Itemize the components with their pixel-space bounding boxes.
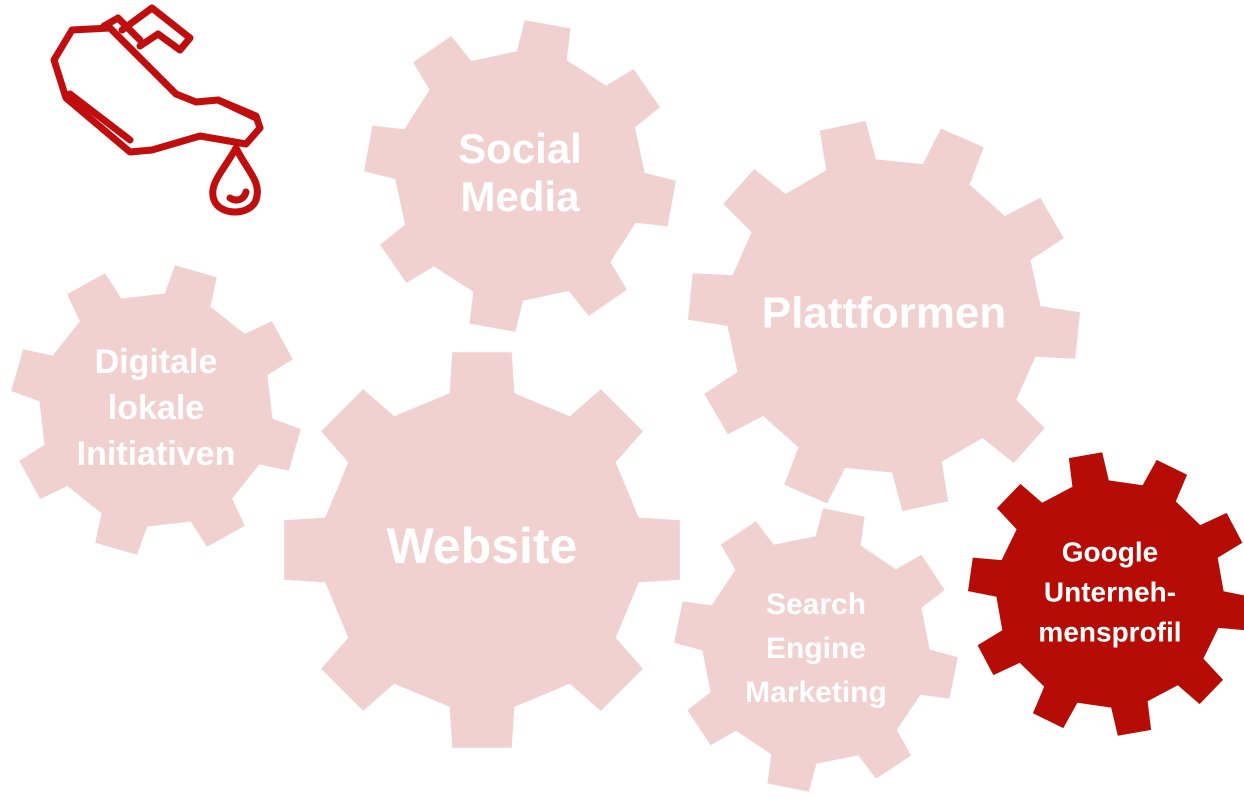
gear-label-line: Social <box>458 125 582 172</box>
oil-can-icon <box>50 4 264 216</box>
gear-label-line: Website <box>387 518 578 574</box>
gear-label-line: Google <box>1062 536 1158 567</box>
gear-label-line: Unterneh- <box>1044 576 1176 607</box>
gear-shape <box>968 452 1244 736</box>
gear-shape <box>284 352 680 748</box>
gear-label-line: Plattformen <box>762 289 1006 338</box>
gear-label-line: Digitale <box>95 343 218 381</box>
gear-label-line: Engine <box>766 632 866 665</box>
gear-shape <box>364 20 676 332</box>
gear-website: Website <box>284 352 680 748</box>
gear-label-line: Media <box>460 173 580 220</box>
gear-shape <box>688 120 1080 512</box>
gear-label-line: Search <box>766 588 866 621</box>
gear-label-line: lokale <box>108 389 204 427</box>
gear-label-line: Marketing <box>745 676 887 709</box>
gear-shape <box>674 508 958 792</box>
gear-plattformen: Plattformen <box>688 120 1080 512</box>
gear-label-line: Initiativen <box>77 435 236 473</box>
gear-shape <box>11 265 301 555</box>
gear-label-line: mensprofil <box>1038 616 1181 647</box>
